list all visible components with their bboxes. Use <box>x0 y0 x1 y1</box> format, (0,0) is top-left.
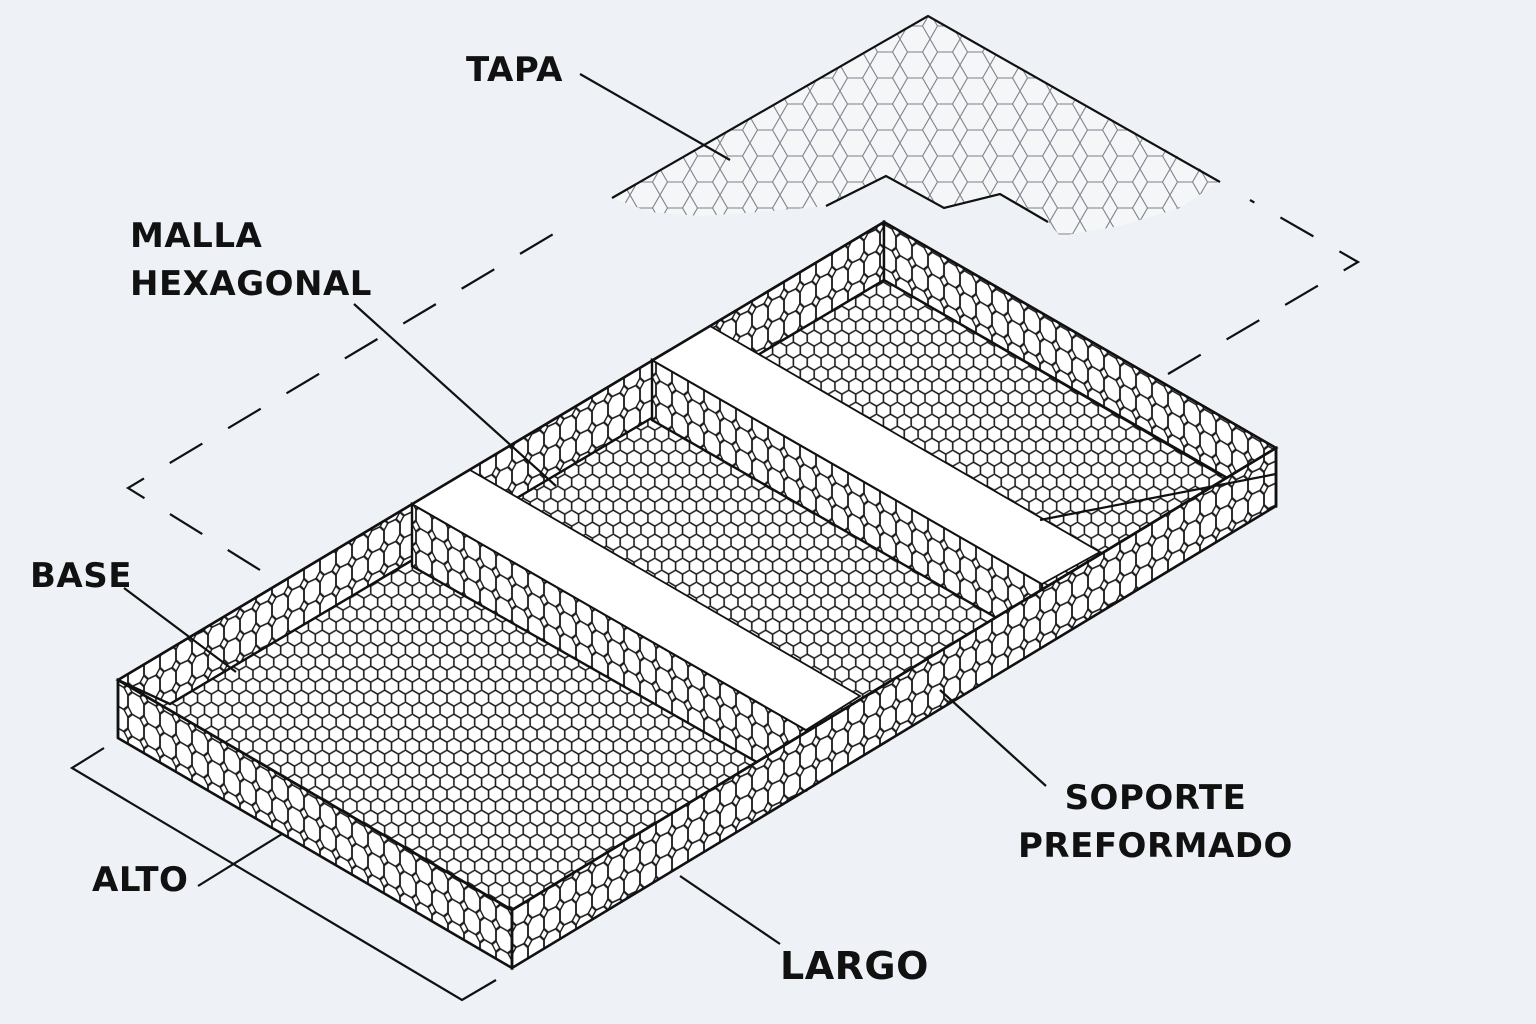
label-malla-line1: MALLA <box>130 216 263 256</box>
label-largo-text: LARGO <box>780 944 929 988</box>
dashed-outline <box>125 199 1361 571</box>
label-tapa: TAPA <box>466 46 563 94</box>
interior-outline <box>169 278 1223 705</box>
label-tapa-text: TAPA <box>466 50 563 90</box>
label-malla-line2: HEXAGONAL <box>130 264 372 304</box>
gabion-floor <box>118 222 1276 910</box>
label-malla-hexagonal: MALLA HEXAGONAL <box>130 212 372 308</box>
dimension-lines <box>69 747 497 1002</box>
label-soporte-line2: PREFORMADO <box>1018 826 1293 866</box>
label-soporte-line1: SOPORTE <box>1064 778 1247 818</box>
lid-panel <box>611 14 1221 236</box>
leader-lines <box>123 73 1277 945</box>
label-base-text: BASE <box>30 556 132 596</box>
label-base: BASE <box>30 552 132 600</box>
label-alto-text: ALTO <box>92 860 189 900</box>
label-alto: ALTO <box>92 856 188 904</box>
diaphragm-2 <box>650 324 1102 647</box>
label-soporte-preformado: SOPORTE PREFORMADO <box>1018 774 1293 870</box>
label-largo: LARGO <box>780 942 929 990</box>
top-rim <box>116 220 1279 968</box>
